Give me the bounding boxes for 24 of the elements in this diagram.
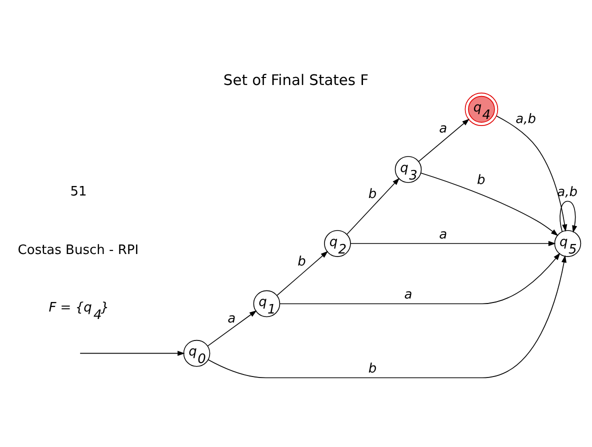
- label: 51: [70, 184, 87, 199]
- label: Costas Busch - RPI: [18, 242, 139, 258]
- arrow: [418, 118, 470, 162]
- edge-label: b: [476, 172, 486, 188]
- edge-label: b: [368, 361, 377, 376]
- diagram-title: Set of Final States F: [223, 72, 369, 89]
- edge-label: a: [439, 121, 448, 136]
- arrow: [560, 200, 578, 232]
- arrow: [207, 310, 257, 346]
- arrow: [420, 172, 558, 236]
- edge-label: a,b: [516, 111, 536, 126]
- arrow: [279, 252, 560, 304]
- arrow: [350, 240, 556, 246]
- edge-label: a,b: [557, 184, 578, 200]
- edge-label: a: [439, 226, 448, 242]
- arrow: [276, 250, 328, 296]
- edge-label: a: [404, 287, 412, 302]
- edge-label: b: [298, 254, 306, 269]
- arrow: [496, 115, 568, 232]
- arrow: [346, 177, 400, 234]
- arrow: [208, 254, 566, 378]
- edge-label: b: [368, 186, 377, 202]
- edge-label: a: [228, 310, 236, 326]
- arrow: [80, 350, 185, 356]
